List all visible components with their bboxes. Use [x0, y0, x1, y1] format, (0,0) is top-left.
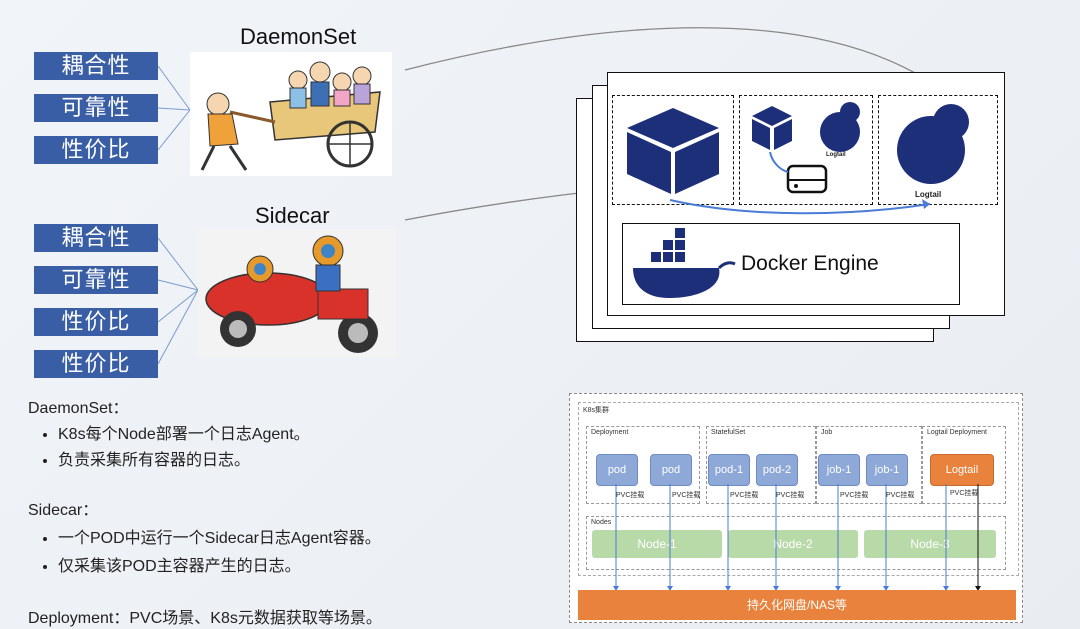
docker-whale-icon [633, 228, 736, 298]
storage-drive-icon [786, 164, 828, 194]
pvc-arrows [613, 484, 981, 591]
pod-statefulset-1: pod-1 [708, 454, 750, 486]
deployment-note: Deployment：PVC场景、K8s元数据获取等场景。 [28, 610, 382, 627]
sidecar-tag-cost-2: 性价比 [34, 350, 158, 378]
logtail-small-icon [820, 102, 860, 152]
group-logtail-deployment-label: Logtail Deployment [927, 429, 987, 436]
logtail-container-box: Logtail [878, 95, 998, 205]
pod-job-2: job-1 [866, 454, 908, 486]
sidecar-tag-reliability: 可靠性 [34, 266, 158, 294]
cube-icon [627, 108, 719, 194]
pvc-label-7: PVC挂载 [950, 490, 979, 497]
daemonset-notes-heading: DaemonSet： [28, 400, 129, 417]
pod-deployment-1: pod [596, 454, 638, 486]
pvc-label-5: PVC挂载 [840, 492, 869, 499]
persistent-storage-bar: 持久化网盘/NAS等 [578, 590, 1016, 620]
pod-statefulset-2: pod-2 [756, 454, 798, 486]
nodes-group: Nodes [586, 516, 1006, 570]
sidecar-note-2: 仅采集该POD主容器产生的日志。 [58, 554, 382, 580]
group-job-label: Job [821, 429, 833, 436]
small-cube-icon [752, 106, 792, 150]
sidecar-fan-lines [157, 237, 199, 365]
daemonset-fan-lines [157, 65, 191, 151]
docker-engine-label: Docker Engine [741, 252, 879, 275]
docker-engine-box: Docker Engine [622, 223, 960, 305]
pod-deployment-2: pod [650, 454, 692, 486]
nodes-label: Nodes [591, 519, 612, 526]
pvc-label-1: PVC挂载 [616, 492, 645, 499]
daemonset-note-2: 负责采集所有容器的日志。 [58, 446, 382, 470]
logtail-big-icon [897, 104, 969, 184]
sidecar-tag-cost: 性价比 [34, 308, 158, 336]
logtail-small-label: Logtail [826, 152, 846, 158]
pod-job-1: job-1 [818, 454, 860, 486]
k8s-cluster-label: K8s集群 [583, 407, 610, 414]
group-deployment: Deployment [586, 426, 700, 504]
pvc-label-4: PVC挂载 [776, 492, 805, 499]
pvc-label-3: PVC挂载 [730, 492, 759, 499]
sidecar-container-box: Logtail [739, 95, 873, 205]
group-statefulset: StatefulSet [706, 426, 816, 504]
daemonset-title: DaemonSet [240, 24, 357, 49]
group-deployment-label: Deployment [591, 429, 629, 436]
group-statefulset-label: StatefulSet [711, 429, 746, 436]
pvc-label-2: PVC挂载 [672, 492, 701, 499]
node-1: Node-1 [592, 530, 722, 558]
k8s-diagram: K8s集群 Deployment StatefulSet Job Logtail… [569, 393, 1023, 623]
daemonset-connector [404, 27, 946, 93]
logtail-big-label: Logtail [915, 190, 942, 199]
k8s-cluster-box: K8s集群 [578, 402, 1019, 576]
daemonset-tag-coupling: 耦合性 [34, 52, 158, 80]
daemonset-note-1: K8s每个Node部署一个日志Agent。 [58, 420, 382, 444]
notes-block: DaemonSet： K8s每个Node部署一个日志Agent。 负责采集所有容… [28, 394, 382, 628]
daemonset-tag-reliability: 可靠性 [34, 94, 158, 122]
app-container-box [612, 95, 734, 205]
pod-logtail: Logtail [930, 454, 994, 486]
sidecar-title: Sidecar [255, 203, 330, 228]
sidecar-notes-heading: Sidecar： [28, 502, 99, 519]
sidecar-note-1: 一个POD中运行一个Sidecar日志Agent容器。 [58, 526, 382, 552]
node-2: Node-2 [728, 530, 858, 558]
group-job: Job [816, 426, 922, 504]
group-logtail-deployment: Logtail Deployment [922, 426, 1006, 504]
sidecar-motorcycle-illustration [198, 229, 396, 357]
flow-arrow [669, 199, 931, 215]
sidecar-tag-coupling: 耦合性 [34, 224, 158, 252]
daemonset-cart-illustration [190, 52, 392, 176]
pvc-label-6: PVC挂载 [886, 492, 915, 499]
daemonset-tag-cost: 性价比 [34, 136, 158, 164]
